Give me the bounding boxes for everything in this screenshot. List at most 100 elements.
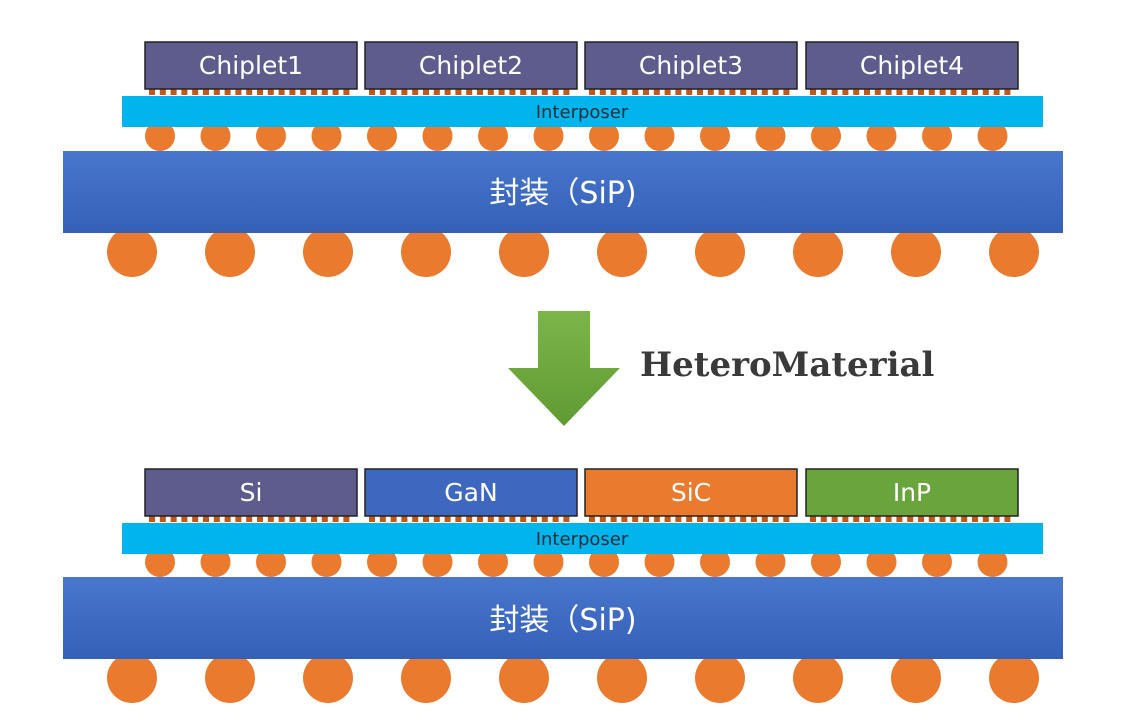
down-arrow-icon (508, 311, 620, 426)
micro-bump (401, 89, 408, 95)
interposer-bump (922, 121, 952, 151)
micro-bump (509, 89, 516, 95)
micro-bump (498, 89, 505, 95)
micro-bump (563, 516, 570, 522)
interposer-bump (145, 547, 175, 577)
micro-bump (278, 89, 285, 95)
micro-bump (520, 516, 527, 522)
micro-bump (783, 516, 790, 522)
micro-bump (874, 89, 881, 95)
solder-ball (989, 227, 1039, 277)
micro-bump (369, 516, 375, 522)
micro-bump (487, 516, 494, 522)
micro-bump (675, 516, 682, 522)
solder-ball (401, 227, 451, 277)
micro-bump (864, 516, 870, 522)
solder-ball (107, 227, 157, 277)
micro-bump (961, 89, 968, 95)
micro-bump (751, 89, 757, 95)
micro-bump (761, 89, 768, 95)
micro-bump (444, 516, 451, 522)
interposer-bump (256, 121, 286, 151)
interposer-bump (866, 547, 897, 577)
top-chiplet-1: Chiplet1 (144, 41, 358, 90)
bottom-chiplet-sic-label: SiC (671, 478, 711, 507)
micro-bump (444, 89, 451, 95)
solder-ball (205, 653, 255, 703)
interposer-bump (811, 547, 841, 577)
micro-bump (918, 89, 924, 95)
micro-bump (246, 516, 253, 522)
micro-bump (379, 89, 386, 95)
micro-bump (343, 516, 350, 522)
micro-bump (772, 516, 779, 522)
micro-bump (820, 89, 827, 95)
micro-bump (401, 516, 408, 522)
micro-bump (257, 89, 263, 95)
solder-ball (303, 653, 353, 703)
micro-bump (278, 516, 285, 522)
bottom-chiplet-inp-label: InP (893, 478, 931, 507)
micro-bump (267, 516, 274, 522)
micro-bump (332, 516, 339, 522)
micro-bump (632, 89, 639, 95)
micro-bump (961, 516, 968, 522)
micro-bump (972, 89, 978, 95)
micro-bump (653, 89, 660, 95)
micro-bump (718, 516, 725, 522)
micro-bump (149, 516, 155, 522)
micro-bump (707, 516, 714, 522)
micro-bump (643, 516, 649, 522)
micro-bump (907, 516, 914, 522)
micro-bump (477, 89, 483, 95)
micro-bump (412, 516, 419, 522)
micro-bump (885, 89, 892, 95)
interposer-bump (533, 121, 564, 151)
micro-bump (874, 516, 881, 522)
micro-bump (520, 89, 527, 95)
micro-bump (621, 89, 628, 95)
micro-bump (213, 516, 220, 522)
micro-bump (783, 89, 790, 95)
micro-bump (257, 516, 263, 522)
solder-ball (107, 653, 157, 703)
micro-bump (993, 516, 1000, 522)
micro-bump (423, 516, 429, 522)
micro-bump (950, 516, 957, 522)
micro-bump (697, 516, 703, 522)
micro-bump (181, 516, 188, 522)
micro-bump (321, 516, 328, 522)
micro-bump (412, 89, 419, 95)
solder-ball (695, 653, 745, 703)
micro-bump (192, 516, 199, 522)
micro-bump (664, 89, 671, 95)
micro-bump (707, 89, 714, 95)
solder-ball (793, 227, 843, 277)
micro-bump (192, 89, 199, 95)
micro-bump (896, 89, 903, 95)
micro-bump (423, 89, 429, 95)
top-chiplet-4-label: Chiplet4 (860, 51, 964, 80)
interposer-bump (256, 547, 286, 577)
micro-bump (842, 89, 849, 95)
micro-bump (1004, 516, 1011, 522)
interposer-bump (311, 547, 342, 577)
interposer-bump (977, 547, 1008, 577)
arrow-label: HeteroMaterial (640, 345, 935, 385)
micro-bump (664, 516, 671, 522)
micro-bump (740, 516, 747, 522)
micro-bump (487, 89, 494, 95)
bottom-interposer-label: Interposer (536, 529, 629, 550)
micro-bump (159, 89, 166, 95)
micro-bump (203, 89, 209, 95)
micro-bump (170, 89, 177, 95)
micro-bump (853, 516, 860, 522)
micro-bump (950, 89, 957, 95)
bottom-chiplet-si-label: Si (240, 478, 263, 507)
top-chiplet-2: Chiplet2 (364, 41, 578, 90)
micro-bump (751, 516, 757, 522)
bottom-interposer-bumps (145, 547, 1008, 577)
interposer-bump (200, 121, 231, 151)
micro-bump (697, 89, 703, 95)
micro-bump (993, 89, 1000, 95)
